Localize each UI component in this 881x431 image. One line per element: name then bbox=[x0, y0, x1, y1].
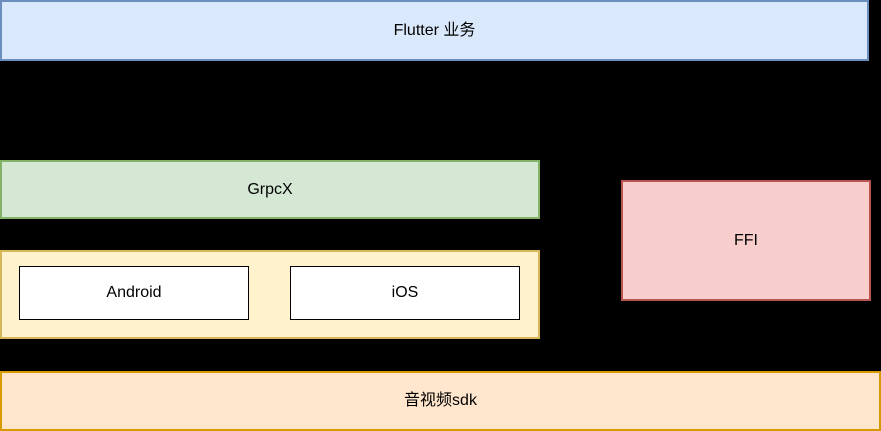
node-grpcx-label: GrpcX bbox=[247, 180, 293, 198]
node-flutter-business: Flutter 业务 bbox=[0, 0, 869, 61]
node-ffi-label: FFI bbox=[734, 231, 758, 249]
node-ios: iOS bbox=[290, 266, 520, 320]
node-av-sdk: 音视频sdk bbox=[0, 371, 881, 431]
node-flutter-business-label: Flutter 业务 bbox=[393, 21, 476, 39]
node-ffi: FFI bbox=[621, 180, 871, 301]
node-ios-label: iOS bbox=[391, 284, 419, 302]
node-android-label: Android bbox=[106, 284, 162, 302]
node-grpcx: GrpcX bbox=[0, 160, 540, 219]
node-av-sdk-label: 音视频sdk bbox=[404, 392, 477, 410]
node-android: Android bbox=[19, 266, 249, 320]
